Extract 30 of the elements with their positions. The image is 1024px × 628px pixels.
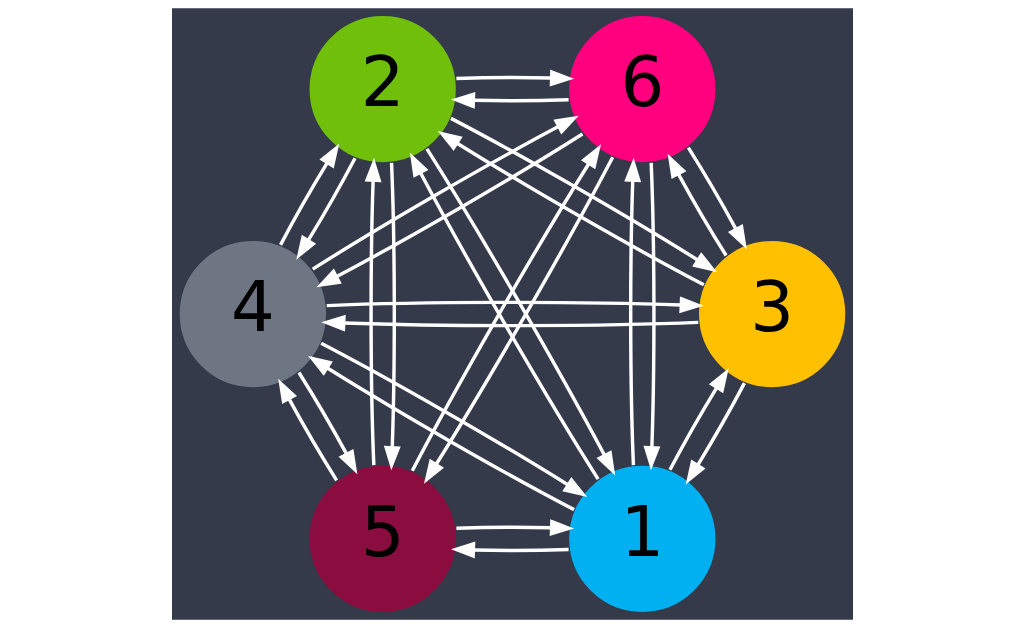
node-circle: 2 bbox=[307, 14, 458, 164]
node-circle: 5 bbox=[307, 464, 458, 614]
arrow bbox=[296, 371, 357, 475]
arrow bbox=[643, 162, 660, 471]
arrow bbox=[686, 146, 747, 250]
arrow bbox=[311, 115, 579, 271]
arrow bbox=[455, 69, 574, 87]
arrow bbox=[437, 130, 705, 287]
arrow bbox=[685, 382, 746, 485]
arrow bbox=[278, 143, 339, 246]
arrow bbox=[450, 91, 569, 109]
node-circle: 3 bbox=[696, 239, 847, 389]
arrow bbox=[326, 296, 704, 314]
arrow bbox=[667, 153, 728, 257]
arrow bbox=[449, 116, 717, 273]
arrow bbox=[450, 541, 569, 559]
arrow bbox=[455, 519, 574, 537]
arrow bbox=[319, 341, 587, 498]
arrow bbox=[364, 157, 381, 466]
arrow bbox=[383, 162, 401, 471]
arrow bbox=[315, 132, 583, 288]
arrow bbox=[667, 368, 729, 471]
arrow bbox=[623, 157, 641, 466]
arrow bbox=[295, 157, 356, 260]
node-circle: 1 bbox=[566, 464, 717, 614]
arrow bbox=[320, 314, 698, 332]
node-circle: 4 bbox=[177, 239, 328, 389]
arrow bbox=[307, 355, 575, 512]
arrow bbox=[277, 378, 338, 482]
node-circle: 6 bbox=[566, 14, 717, 164]
